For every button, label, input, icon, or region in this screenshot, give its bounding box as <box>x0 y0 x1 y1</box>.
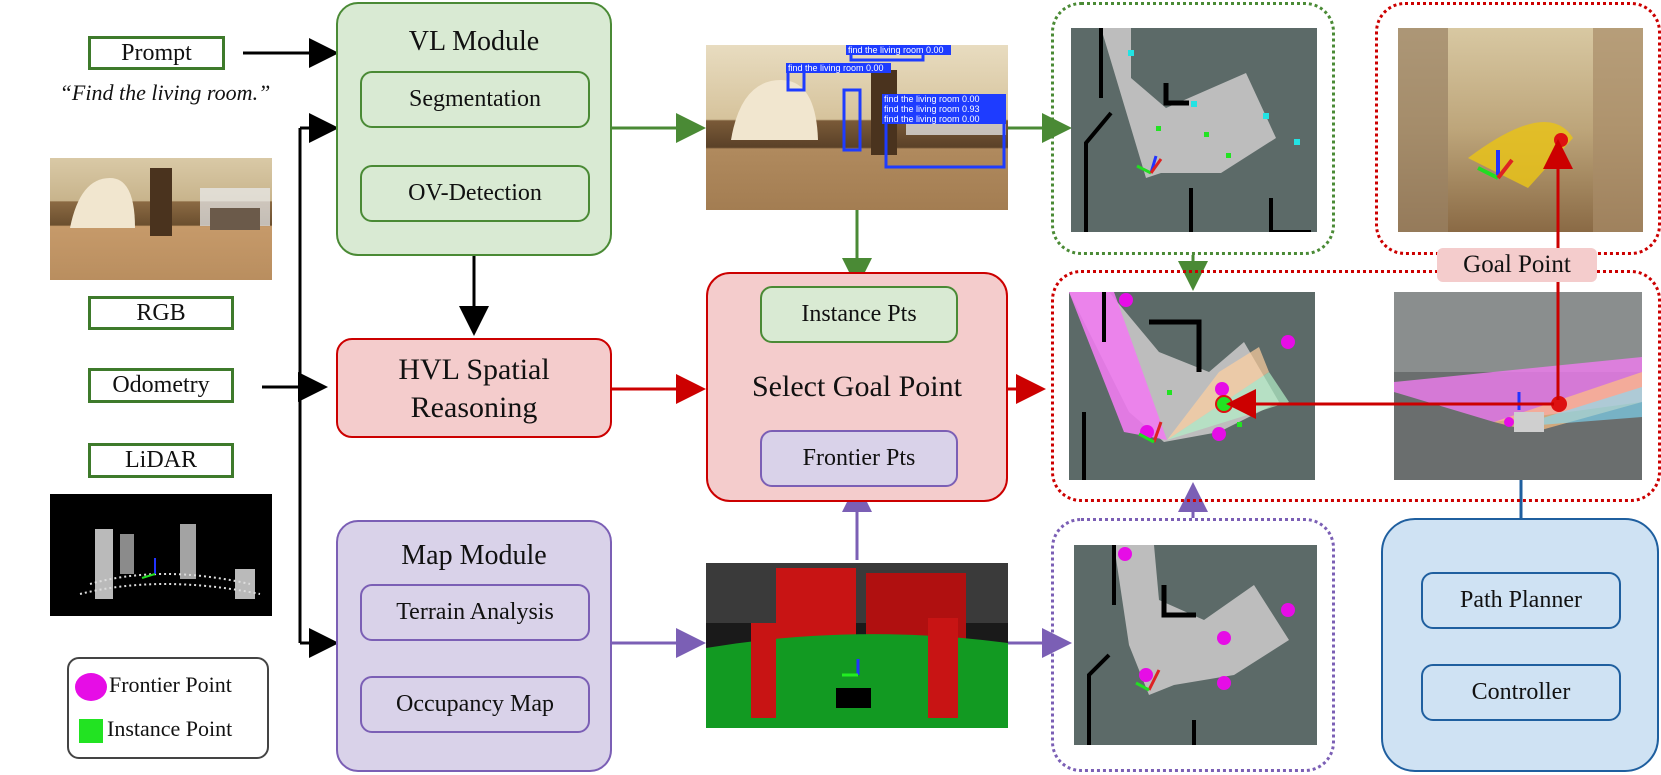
goal-3d-image <box>1398 28 1643 232</box>
frontier-pts-box: Frontier Pts <box>760 430 958 487</box>
vl-module-title: VL Module <box>408 26 540 57</box>
select-goal-point: Instance Pts Select Goal Point Frontier … <box>706 272 1008 502</box>
det-label-b: find the living room 0.00 <box>788 63 884 73</box>
path-planner-box: Path Planner <box>1421 572 1621 629</box>
terrain-pointcloud-image <box>706 563 1008 728</box>
instance-map-image <box>1071 28 1317 232</box>
goal-point-label: Goal Point <box>1437 248 1597 282</box>
instance-pts-box: Instance Pts <box>760 286 958 343</box>
rgb-label: RGB <box>88 296 234 330</box>
lidar-image <box>50 494 272 616</box>
det-label-c: find the living room 0.00 <box>884 94 980 104</box>
segmentation-box: Segmentation <box>360 71 590 128</box>
odometry-label: Odometry <box>88 368 234 403</box>
hvl-title-line1: HVL Spatial <box>398 353 550 386</box>
ov-detection-box: OV-Detection <box>360 165 590 222</box>
frontier-map-panel <box>1051 518 1335 772</box>
goal-pointcloud-image <box>1394 292 1642 480</box>
map-module-title: Map Module <box>401 540 547 571</box>
vl-module: VL Module Segmentation OV-Detection <box>336 2 612 256</box>
instance-map-panel <box>1051 2 1335 255</box>
frontier-point-swatch <box>75 673 107 701</box>
legend-box: Frontier Point Instance Point <box>67 657 269 759</box>
prompt-label: Prompt <box>88 36 225 70</box>
terrain-analysis-box: Terrain Analysis <box>360 584 590 641</box>
planner-module: Path Planner Controller <box>1381 518 1659 772</box>
hvl-title-line2: Reasoning <box>410 391 538 424</box>
select-goal-title: Select Goal Point <box>752 370 962 403</box>
legend-frontier-label: Frontier Point <box>109 672 232 697</box>
rgb-image <box>50 158 272 280</box>
goal-selection-region <box>1051 270 1661 502</box>
instance-point-swatch <box>79 719 103 743</box>
map-module: Map Module Terrain Analysis Occupancy Ma… <box>336 520 612 772</box>
prompt-quote: “Find the living room.” <box>59 80 271 105</box>
lidar-label: LiDAR <box>88 443 234 478</box>
frontier-map-image <box>1074 545 1317 745</box>
detection-image: find the living room 0.00 find the livin… <box>706 45 1008 210</box>
det-label-e: find the living room 0.00 <box>884 114 980 124</box>
legend-instance-label: Instance Point <box>107 716 233 741</box>
occupancy-map-box: Occupancy Map <box>360 676 590 733</box>
det-label-a: find the living room 0.00 <box>848 45 944 55</box>
hvl-spatial-reasoning: HVL Spatial Reasoning <box>336 338 612 438</box>
controller-box: Controller <box>1421 664 1621 721</box>
det-label-d: find the living room 0.93 <box>884 104 980 114</box>
